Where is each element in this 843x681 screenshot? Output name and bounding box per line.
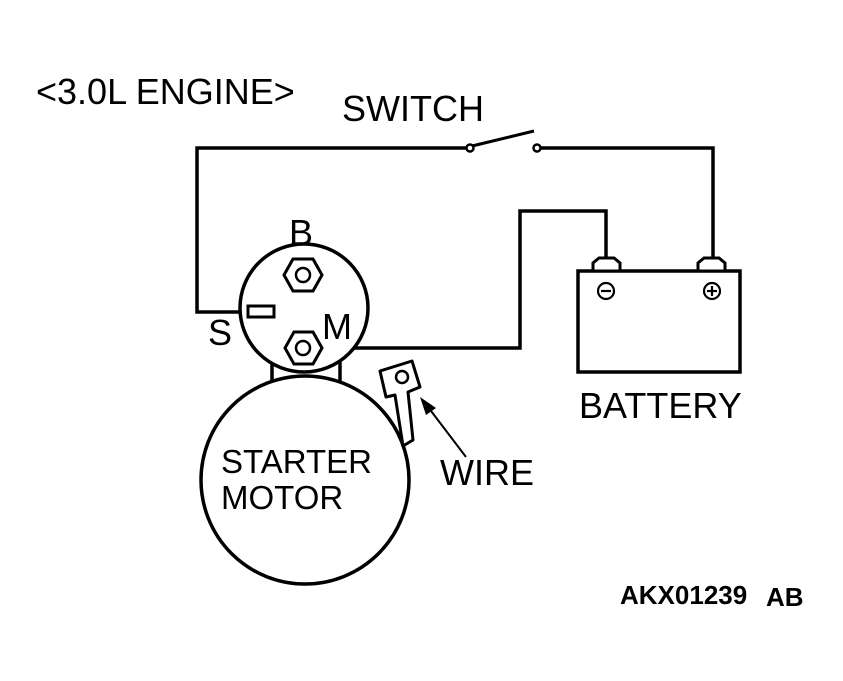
terminal-b-stud — [294, 266, 312, 284]
switch-label: SWITCH — [342, 88, 484, 129]
terminal-m-stud — [294, 339, 312, 357]
solenoid-body — [238, 242, 370, 374]
terminal-s-tab — [246, 304, 276, 319]
ground-wire — [378, 359, 422, 448]
terminal-m — [283, 330, 324, 366]
wire-label: WIRE — [440, 452, 534, 493]
wire-s-to-switch — [195, 146, 468, 314]
ground-wire-bracket — [378, 359, 422, 448]
engine-title: <3.0L ENGINE> — [36, 71, 295, 112]
ground-wire-bolt-hole — [394, 369, 410, 385]
wire-callout — [420, 397, 467, 458]
wire-m-to-negative — [320, 209, 608, 350]
switch — [465, 129, 542, 153]
switch-contact-right — [532, 143, 542, 153]
starter-motor: STARTER MOTOR — [199, 350, 411, 586]
battery — [576, 256, 742, 374]
wire-callout-arrowhead — [420, 397, 436, 415]
terminal-m-label: M — [322, 306, 352, 347]
starter-label-line2: MOTOR — [221, 479, 343, 516]
battery-negative-post — [591, 256, 622, 273]
solenoid — [238, 242, 370, 374]
circuit-wires — [195, 146, 715, 350]
starter-label-line1: STARTER — [221, 443, 372, 480]
figure-code: AKX01239 — [620, 580, 747, 610]
battery-positive-icon — [702, 281, 722, 301]
switch-contact-left — [465, 143, 475, 153]
switch-blade — [471, 129, 535, 148]
wire-switch-to-positive — [539, 146, 715, 260]
terminal-b-label: B — [289, 212, 313, 253]
motor-body — [199, 374, 411, 586]
battery-negative-icon — [596, 281, 616, 301]
battery-label: BATTERY — [579, 385, 742, 426]
battery-positive-post — [696, 256, 727, 273]
figure-code-suffix: AB — [766, 582, 804, 612]
terminal-b — [282, 257, 324, 293]
wire-callout-line — [427, 406, 467, 458]
terminal-s-label: S — [208, 312, 232, 353]
